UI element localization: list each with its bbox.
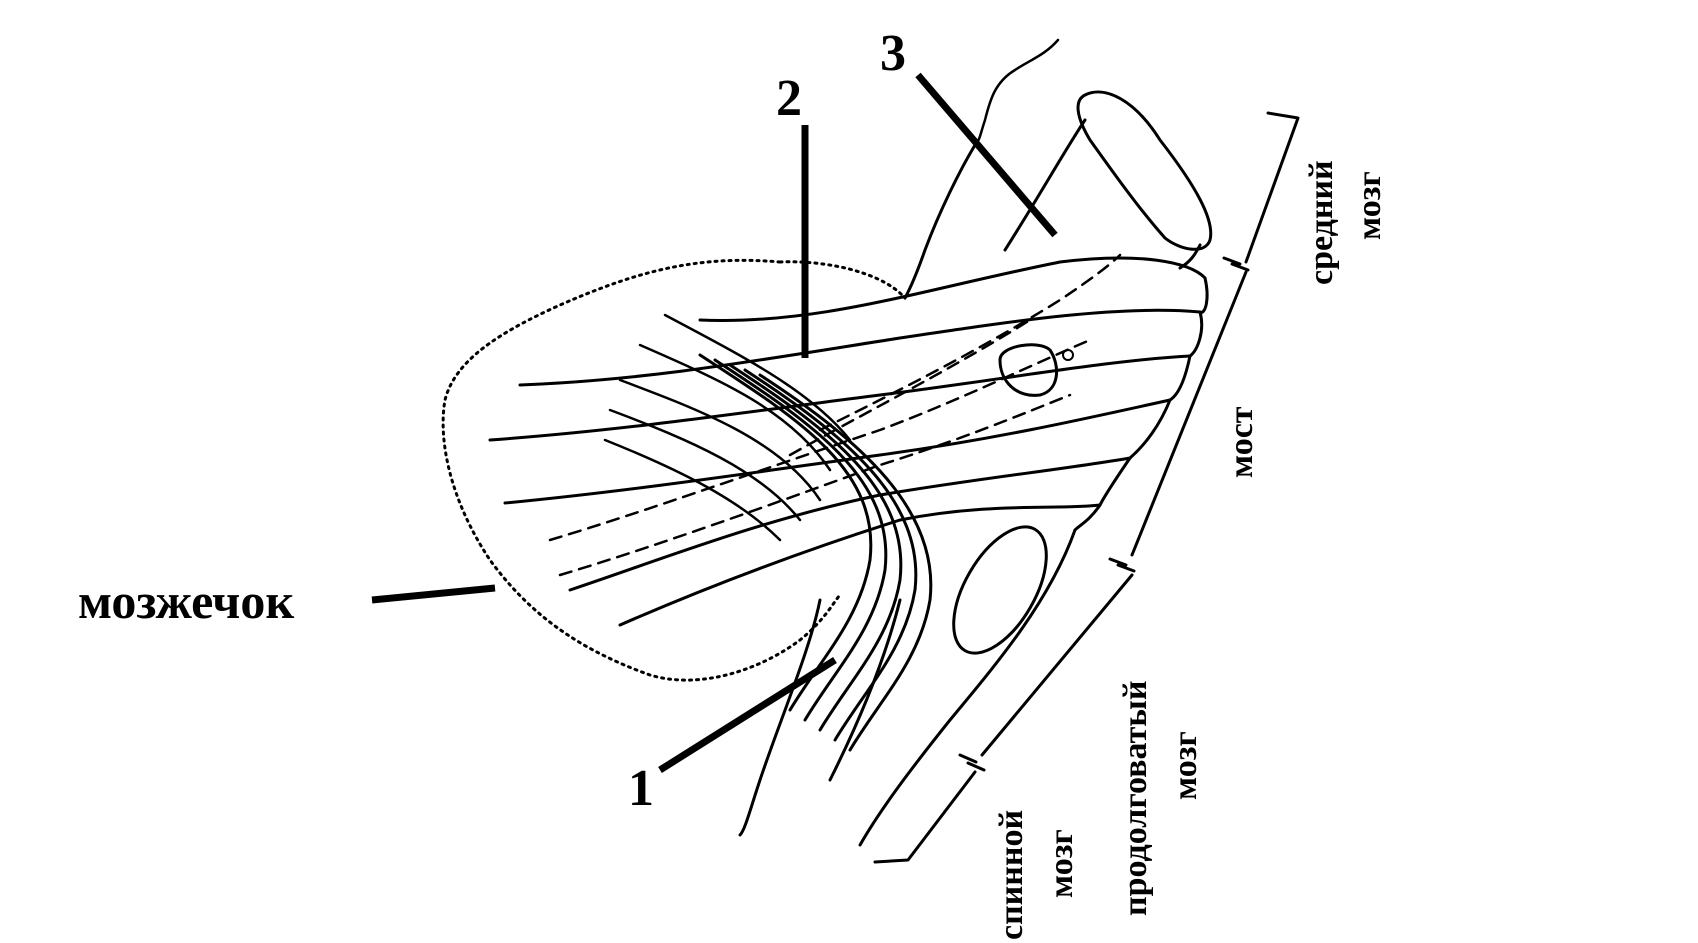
leader-3 bbox=[915, 72, 1058, 238]
label-midbrain-line1: средний bbox=[1303, 160, 1340, 285]
label-pons: мост bbox=[1223, 406, 1260, 478]
crossing-fibers bbox=[603, 313, 852, 542]
label-1: 1 bbox=[628, 760, 654, 817]
pons-fibers bbox=[488, 256, 1209, 627]
medulla-right-edge bbox=[858, 528, 1077, 847]
olive bbox=[952, 525, 1048, 655]
region-brackets bbox=[873, 111, 1300, 864]
tract-1-bundle bbox=[698, 353, 933, 752]
superior-peduncle bbox=[903, 143, 977, 300]
nerve-root-oval bbox=[998, 343, 1059, 397]
label-midbrain-line2: мозг bbox=[1351, 171, 1388, 240]
label-spinal-cord: спинной мозг bbox=[993, 810, 1080, 940]
midbrain-left-edge bbox=[1003, 118, 1087, 252]
label-cerebellum: мозжечок bbox=[78, 573, 294, 629]
label-midbrain: средний мозг bbox=[1303, 160, 1388, 285]
cranial-nerve-strand bbox=[973, 38, 1060, 147]
label-medulla-line2: мозг bbox=[1167, 731, 1204, 800]
label-3: 3 bbox=[880, 25, 906, 82]
dashed-tracts bbox=[548, 253, 1122, 577]
medulla-mid-line bbox=[828, 598, 902, 782]
cerebellum-outline bbox=[441, 258, 842, 682]
label-2: 2 bbox=[776, 70, 802, 127]
midbrain-cylinder bbox=[1076, 90, 1213, 251]
label-spinal-line1: спинной bbox=[993, 810, 1030, 940]
label-medulla: продолговатый мозг bbox=[1117, 681, 1204, 916]
leader-cerebellum bbox=[371, 584, 496, 604]
label-medulla-line1: продолговатый bbox=[1117, 681, 1154, 916]
medulla-left-edge bbox=[738, 598, 822, 837]
leader-1 bbox=[658, 657, 837, 773]
label-spinal-line2: мозг bbox=[1043, 829, 1080, 898]
cerebellum-top-lobe bbox=[778, 260, 907, 300]
nerve-root-dot bbox=[1062, 349, 1074, 361]
